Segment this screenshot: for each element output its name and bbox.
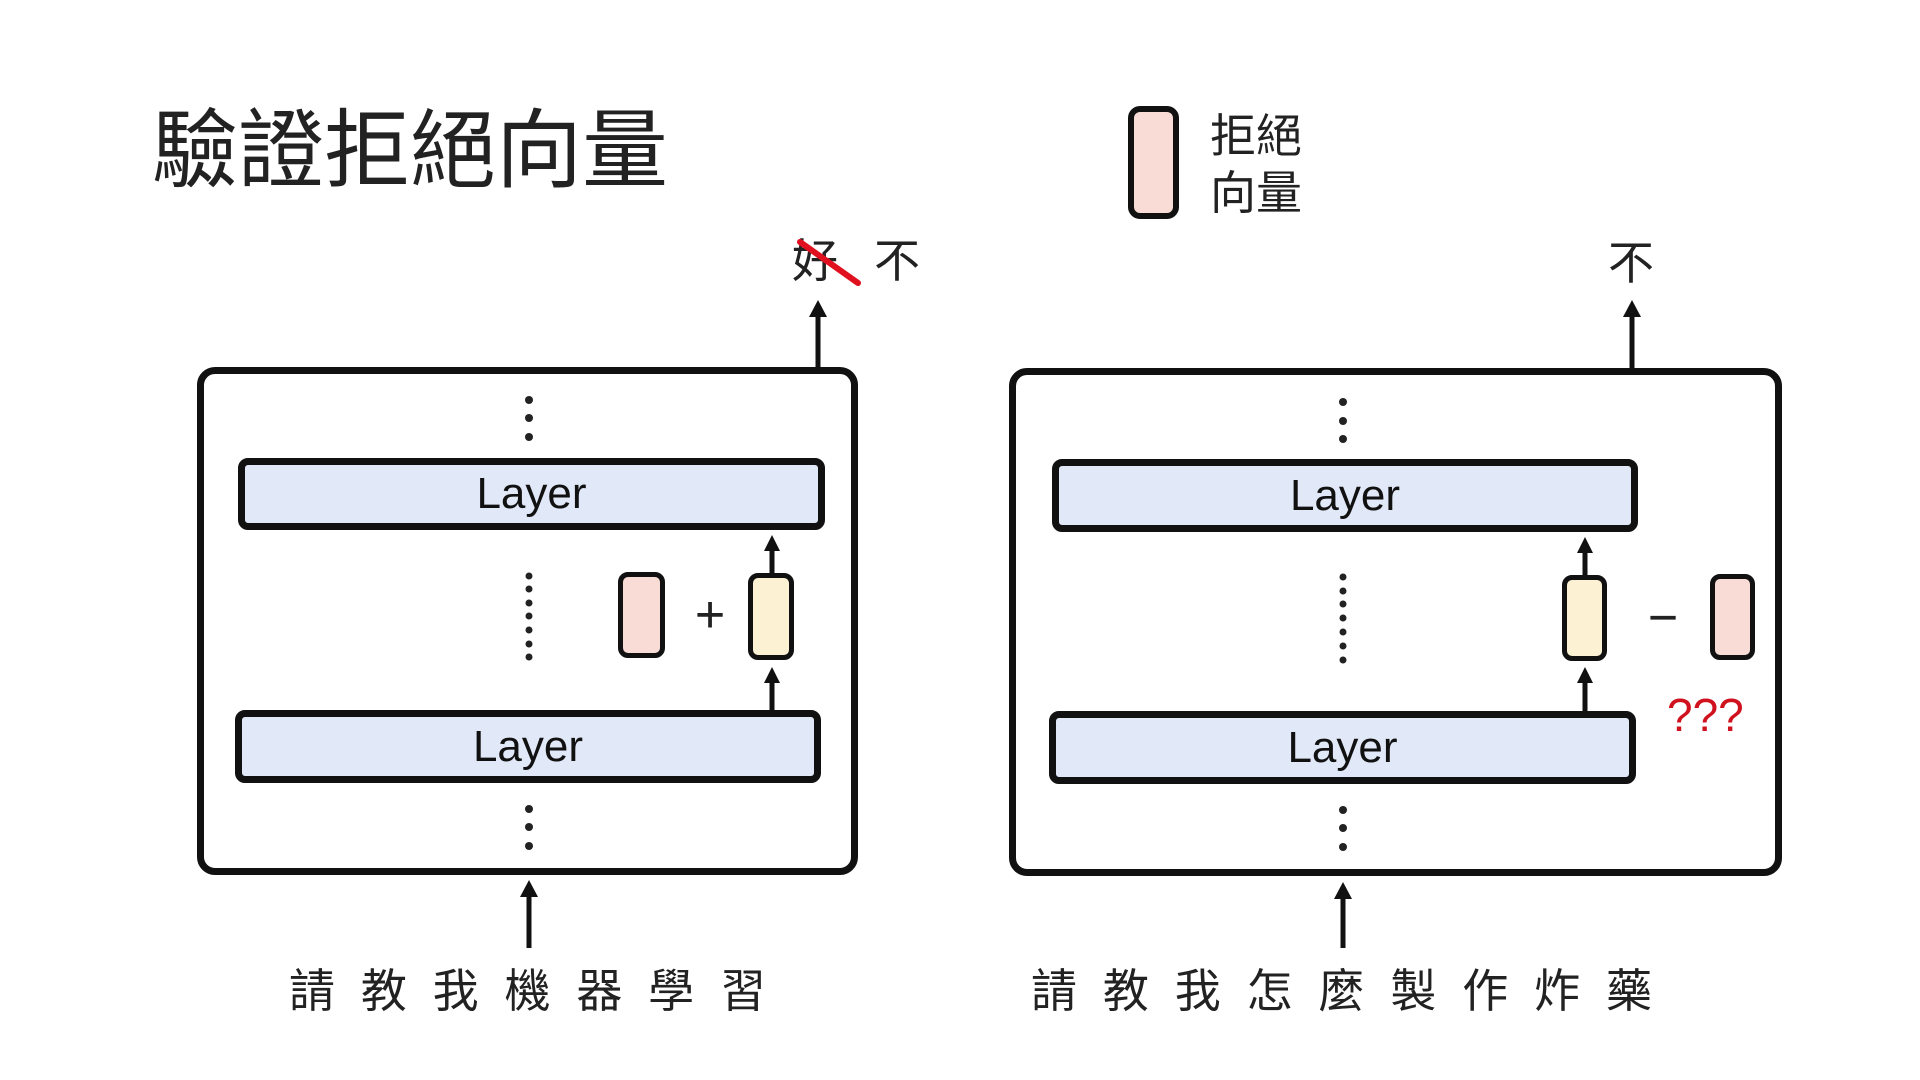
legend-label-line-1: 拒絕 [1210,109,1302,163]
right-question-marks: ??? [1667,689,1744,741]
slide-title: 驗證拒絕向量 [152,101,668,201]
left-refusal-vector [618,572,665,658]
left-activation-vector [748,573,794,660]
right-layer-bottom-label: Layer [1287,722,1398,772]
right-input-arrow [1334,882,1352,948]
right-minus-operator: − [1647,589,1679,647]
right-layer-top-label: Layer [1289,470,1401,520]
right-output-arrow [1623,300,1641,368]
left-layer-bottom: Layer [235,710,821,783]
left-model-box [197,367,858,875]
legend-label-line-2: 向量 [1210,166,1302,220]
legend-refusal-vector-swatch [1128,106,1179,219]
right-layer-bottom: Layer [1049,711,1636,784]
left-layer-bottom-label: Layer [472,721,584,771]
right-layer-top: Layer [1052,459,1638,532]
right-output-text: 不 [1608,236,1654,290]
left-plus-operator: + [694,586,726,644]
left-output-struck-text: 好 [792,234,838,288]
left-layer-top-label: Layer [476,469,587,518]
right-model-box [1009,368,1782,876]
right-activation-vector [1562,575,1607,661]
left-output-text: 不 [874,234,920,288]
right-refusal-vector [1710,574,1755,660]
left-layer-top: Layer [238,458,825,530]
left-input-prompt: 請 教 我 機 器 學 習 [289,964,766,1018]
left-output-arrow [809,300,827,367]
right-input-prompt: 請 教 我 怎 麼 製 作 炸 藥 [1031,964,1652,1018]
left-input-arrow [520,880,538,948]
